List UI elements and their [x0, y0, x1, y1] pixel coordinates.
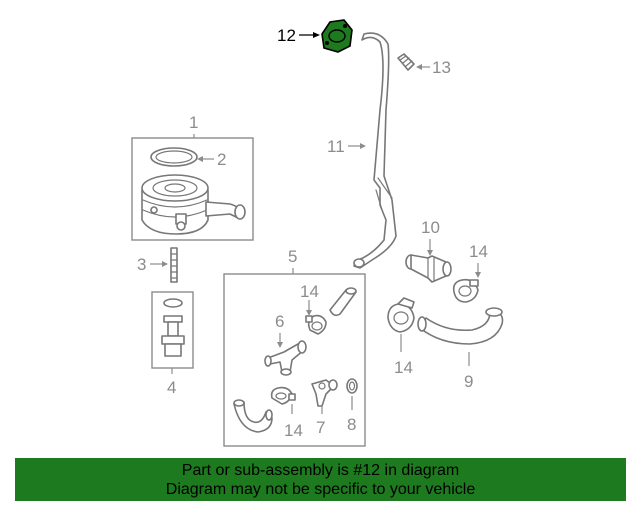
callout-14-a-arrow — [306, 300, 312, 316]
info-banner: Part or sub-assembly is #12 in diagram D… — [15, 458, 626, 501]
assembly-1-box — [131, 137, 254, 241]
callout-12-arrow — [299, 32, 320, 38]
part-9-hose[interactable] — [417, 307, 504, 345]
part-2-gasket[interactable] — [150, 147, 198, 167]
callout-14-c-arrow — [475, 263, 481, 278]
part-8-o-ring[interactable] — [346, 378, 358, 394]
part-14-clamp-c[interactable] — [452, 278, 479, 303]
callout-7[interactable]: 7 — [316, 418, 325, 437]
part-1-oil-cooler[interactable] — [141, 174, 246, 235]
part-6-tee-fitting[interactable] — [264, 340, 307, 376]
assembly-5-box — [223, 273, 366, 447]
callout-13[interactable]: 13 — [432, 58, 451, 77]
banner-line-1: Part or sub-assembly is #12 in diagram — [181, 461, 460, 479]
callout-6-arrow — [277, 333, 283, 348]
callout-8[interactable]: 8 — [347, 415, 356, 434]
banner-line-2: Diagram may not be specific to your vehi… — [165, 480, 476, 498]
part-7-fitting[interactable] — [311, 379, 338, 407]
part-10-connector[interactable] — [405, 254, 452, 283]
part-12-gasket[interactable] — [321, 19, 353, 53]
callout-14-c[interactable]: 14 — [469, 242, 488, 261]
callout-12[interactable]: 12 — [277, 26, 296, 45]
part-13-stud[interactable] — [397, 53, 415, 71]
callout-2-arrow — [197, 156, 214, 162]
part-3-stud[interactable] — [170, 247, 178, 283]
callout-9[interactable]: 9 — [464, 372, 473, 391]
callout-3-arrow — [150, 261, 168, 267]
callout-11-arrow — [348, 143, 366, 149]
part-11-tube[interactable] — [353, 32, 397, 269]
callout-2[interactable]: 2 — [217, 150, 226, 169]
callout-3[interactable]: 3 — [137, 255, 146, 274]
callout-14-d[interactable]: 14 — [394, 358, 413, 377]
callout-4[interactable]: 4 — [167, 378, 176, 397]
part-5-hose-short[interactable] — [329, 287, 357, 317]
callout-10[interactable]: 10 — [421, 218, 440, 237]
callout-5[interactable]: 5 — [288, 247, 297, 266]
part-4-fitting[interactable] — [161, 298, 185, 357]
callout-13-arrow — [416, 64, 430, 70]
part-14-clamp-b[interactable] — [270, 386, 296, 405]
part-5-hose-bent[interactable] — [233, 399, 273, 433]
part-14-clamp-d[interactable] — [387, 297, 415, 333]
callout-6[interactable]: 6 — [275, 312, 284, 331]
callout-14-b[interactable]: 14 — [284, 421, 303, 440]
callout-11[interactable]: 11 — [327, 137, 345, 156]
callout-14-a[interactable]: 14 — [300, 282, 319, 301]
callout-10-arrow — [427, 239, 433, 256]
part-14-clamp-a[interactable] — [305, 314, 327, 335]
callout-1[interactable]: 1 — [189, 113, 198, 132]
